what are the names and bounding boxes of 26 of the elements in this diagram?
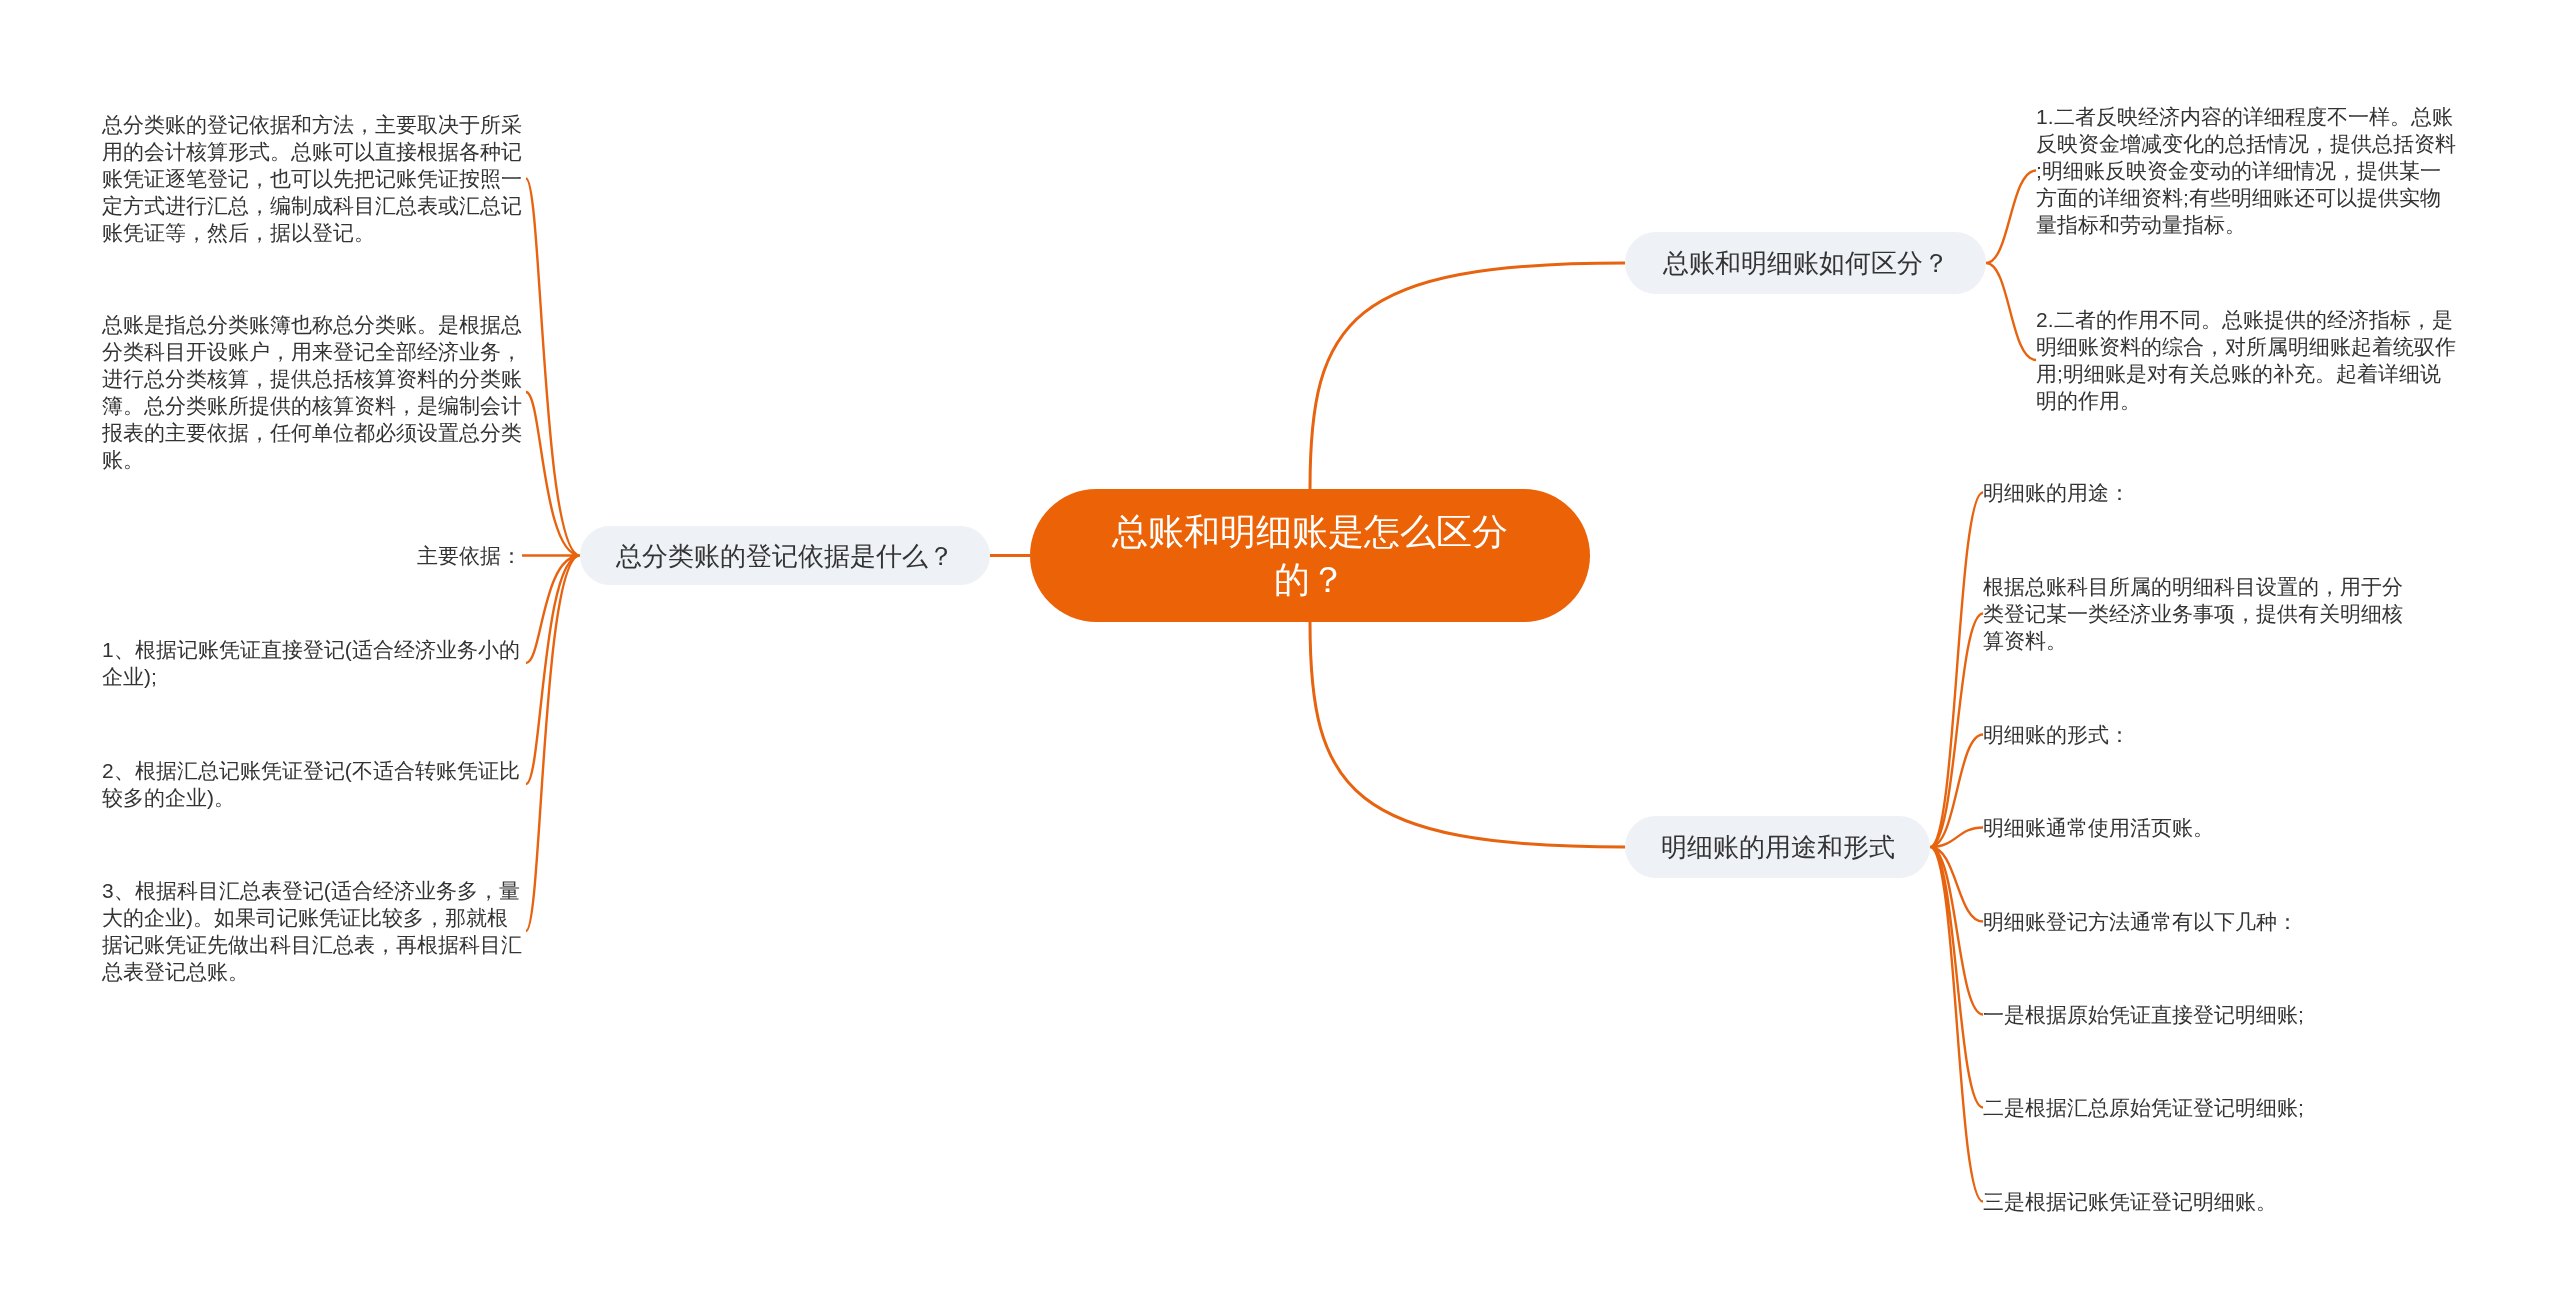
- note-text: 1、根据记账凭证直接登记(适合经济业务小的企业);: [102, 636, 526, 690]
- connector-line: [1308, 621, 1626, 849]
- connector-line: [520, 177, 582, 933]
- topic-pill: 明细账的用途和形式: [1625, 816, 1930, 878]
- connector-line: [990, 554, 1030, 557]
- note-text: 根据总账科目所属的明细科目设置的，用于分类登记某一类经济业务事项，提供有关明细核算资料。: [1983, 573, 2407, 654]
- note-text: 二是根据汇总原始凭证登记明细账;: [1983, 1094, 2407, 1121]
- note-text: 明细账通常使用活页账。: [1983, 814, 2407, 841]
- note-text: 2、根据汇总记账凭证登记(不适合转账凭证比较多的企业)。: [102, 757, 526, 811]
- central-topic: 总账和明细账是怎么区分的？: [1030, 489, 1590, 622]
- topic-pill: 总账和明细账如何区分？: [1625, 232, 1986, 294]
- connector-line: [1308, 261, 1626, 490]
- note-text: 明细账的用途：: [1983, 479, 2407, 506]
- note-text: 总分类账的登记依据和方法，主要取决于所采用的会计核算形式。总账可以直接根据各种记账凭证逐笔登记，也可以先把记账凭证按照一定方式进行汇总，编制成科目汇总表或汇总记账凭证等，然后，据以登记。: [102, 111, 526, 246]
- note-text: 明细账登记方法通常有以下几种：: [1983, 908, 2407, 935]
- note-text: 3、根据科目汇总表登记(适合经济业务多，量大的企业)。如果司记账凭证比较多，那就根据记账凭证先做出科目汇总表，再根据科目汇总表登记总账。: [102, 877, 526, 985]
- note-text: 1.二者反映经济内容的详细程度不一样。总账反映资金增减变化的总括情况，提供总括资料;明细账反映资金变动的详细情况，提供某一方面的详细资料;有些明细账还可以提供实物量指标和劳动量指标。: [2036, 103, 2460, 238]
- connector-line: [1984, 169, 2038, 362]
- note-text: 一是根据原始凭证直接登记明细账;: [1983, 1001, 2407, 1028]
- note-text: 2.二者的作用不同。总账提供的经济指标，是明细账资料的综合，对所属明细账起着统驭作用;明细账是对有关总账的补充。起着详细说明的作用。: [2036, 306, 2460, 414]
- note-text: 明细账的形式：: [1983, 721, 2407, 748]
- note-text: 主要依据：: [417, 542, 522, 569]
- note-text: 总账是指总分类账簿也称总分类账。是根据总分类科目开设账户，用来登记全部经济业务，进行总分类核算，提供总括核算资料的分类账簿。总分类账所提供的核算资料，是编制会计报表的主要依据，任何单位都必须设置总分类账。: [102, 311, 526, 473]
- topic-pill: 总分类账的登记依据是什么？: [580, 526, 990, 585]
- connector-line: [1928, 491, 1985, 1203]
- note-text: 三是根据记账凭证登记明细账。: [1983, 1188, 2407, 1215]
